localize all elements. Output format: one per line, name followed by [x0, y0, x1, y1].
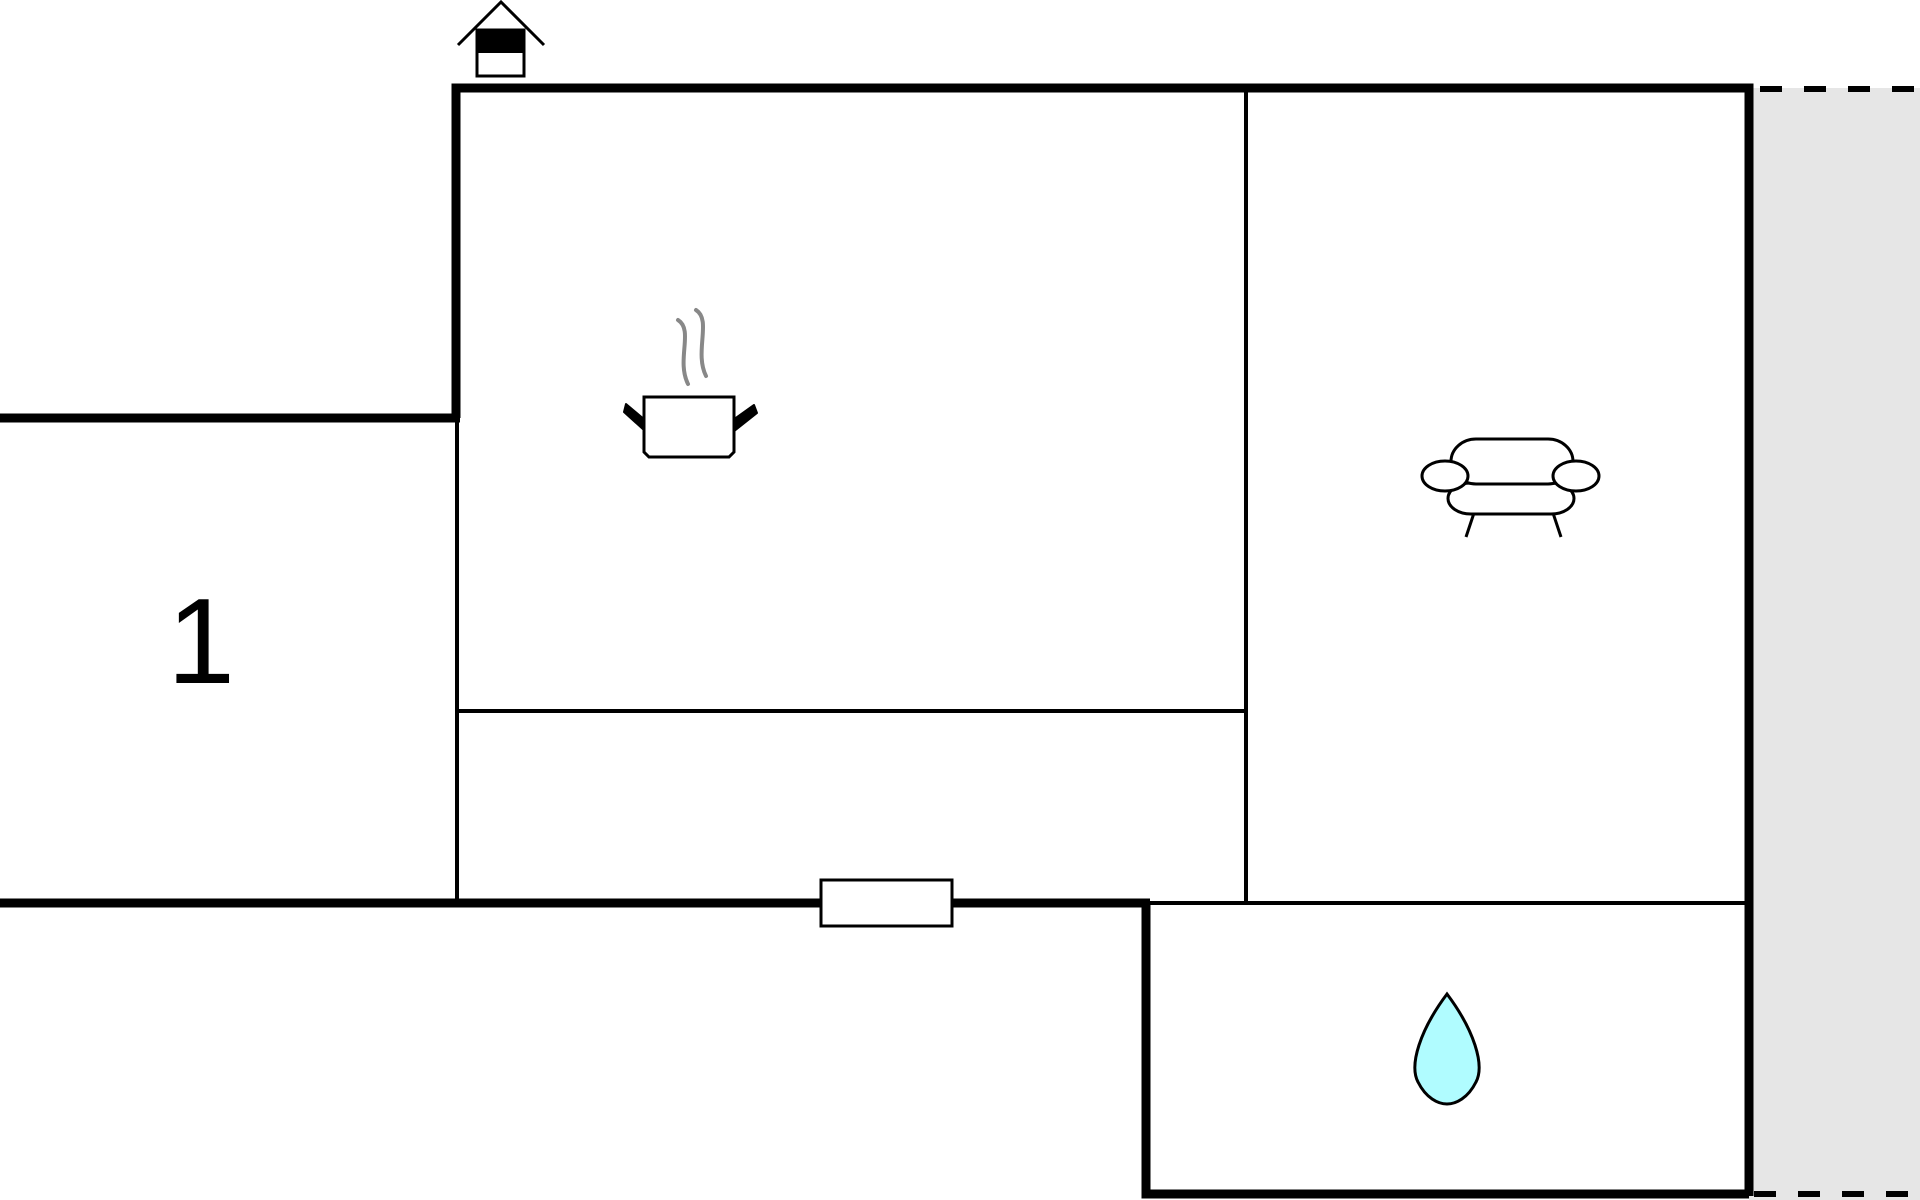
window-icon [819, 878, 954, 928]
outer-wall-bathroom [1141, 903, 1749, 1199]
inner-walls [455, 90, 1745, 905]
outer-wall-top [451, 83, 1754, 1196]
water-drop-icon [1413, 991, 1481, 1106]
entrance-house-icon [456, 0, 546, 78]
room-number-label: 1 [167, 573, 235, 709]
outside-area [1749, 88, 1920, 1200]
outer-walls [0, 83, 1754, 1199]
cooking-pot-icon [623, 308, 758, 459]
sofa-icon [1420, 437, 1601, 538]
property-boundary-dashed [1754, 86, 1920, 1197]
